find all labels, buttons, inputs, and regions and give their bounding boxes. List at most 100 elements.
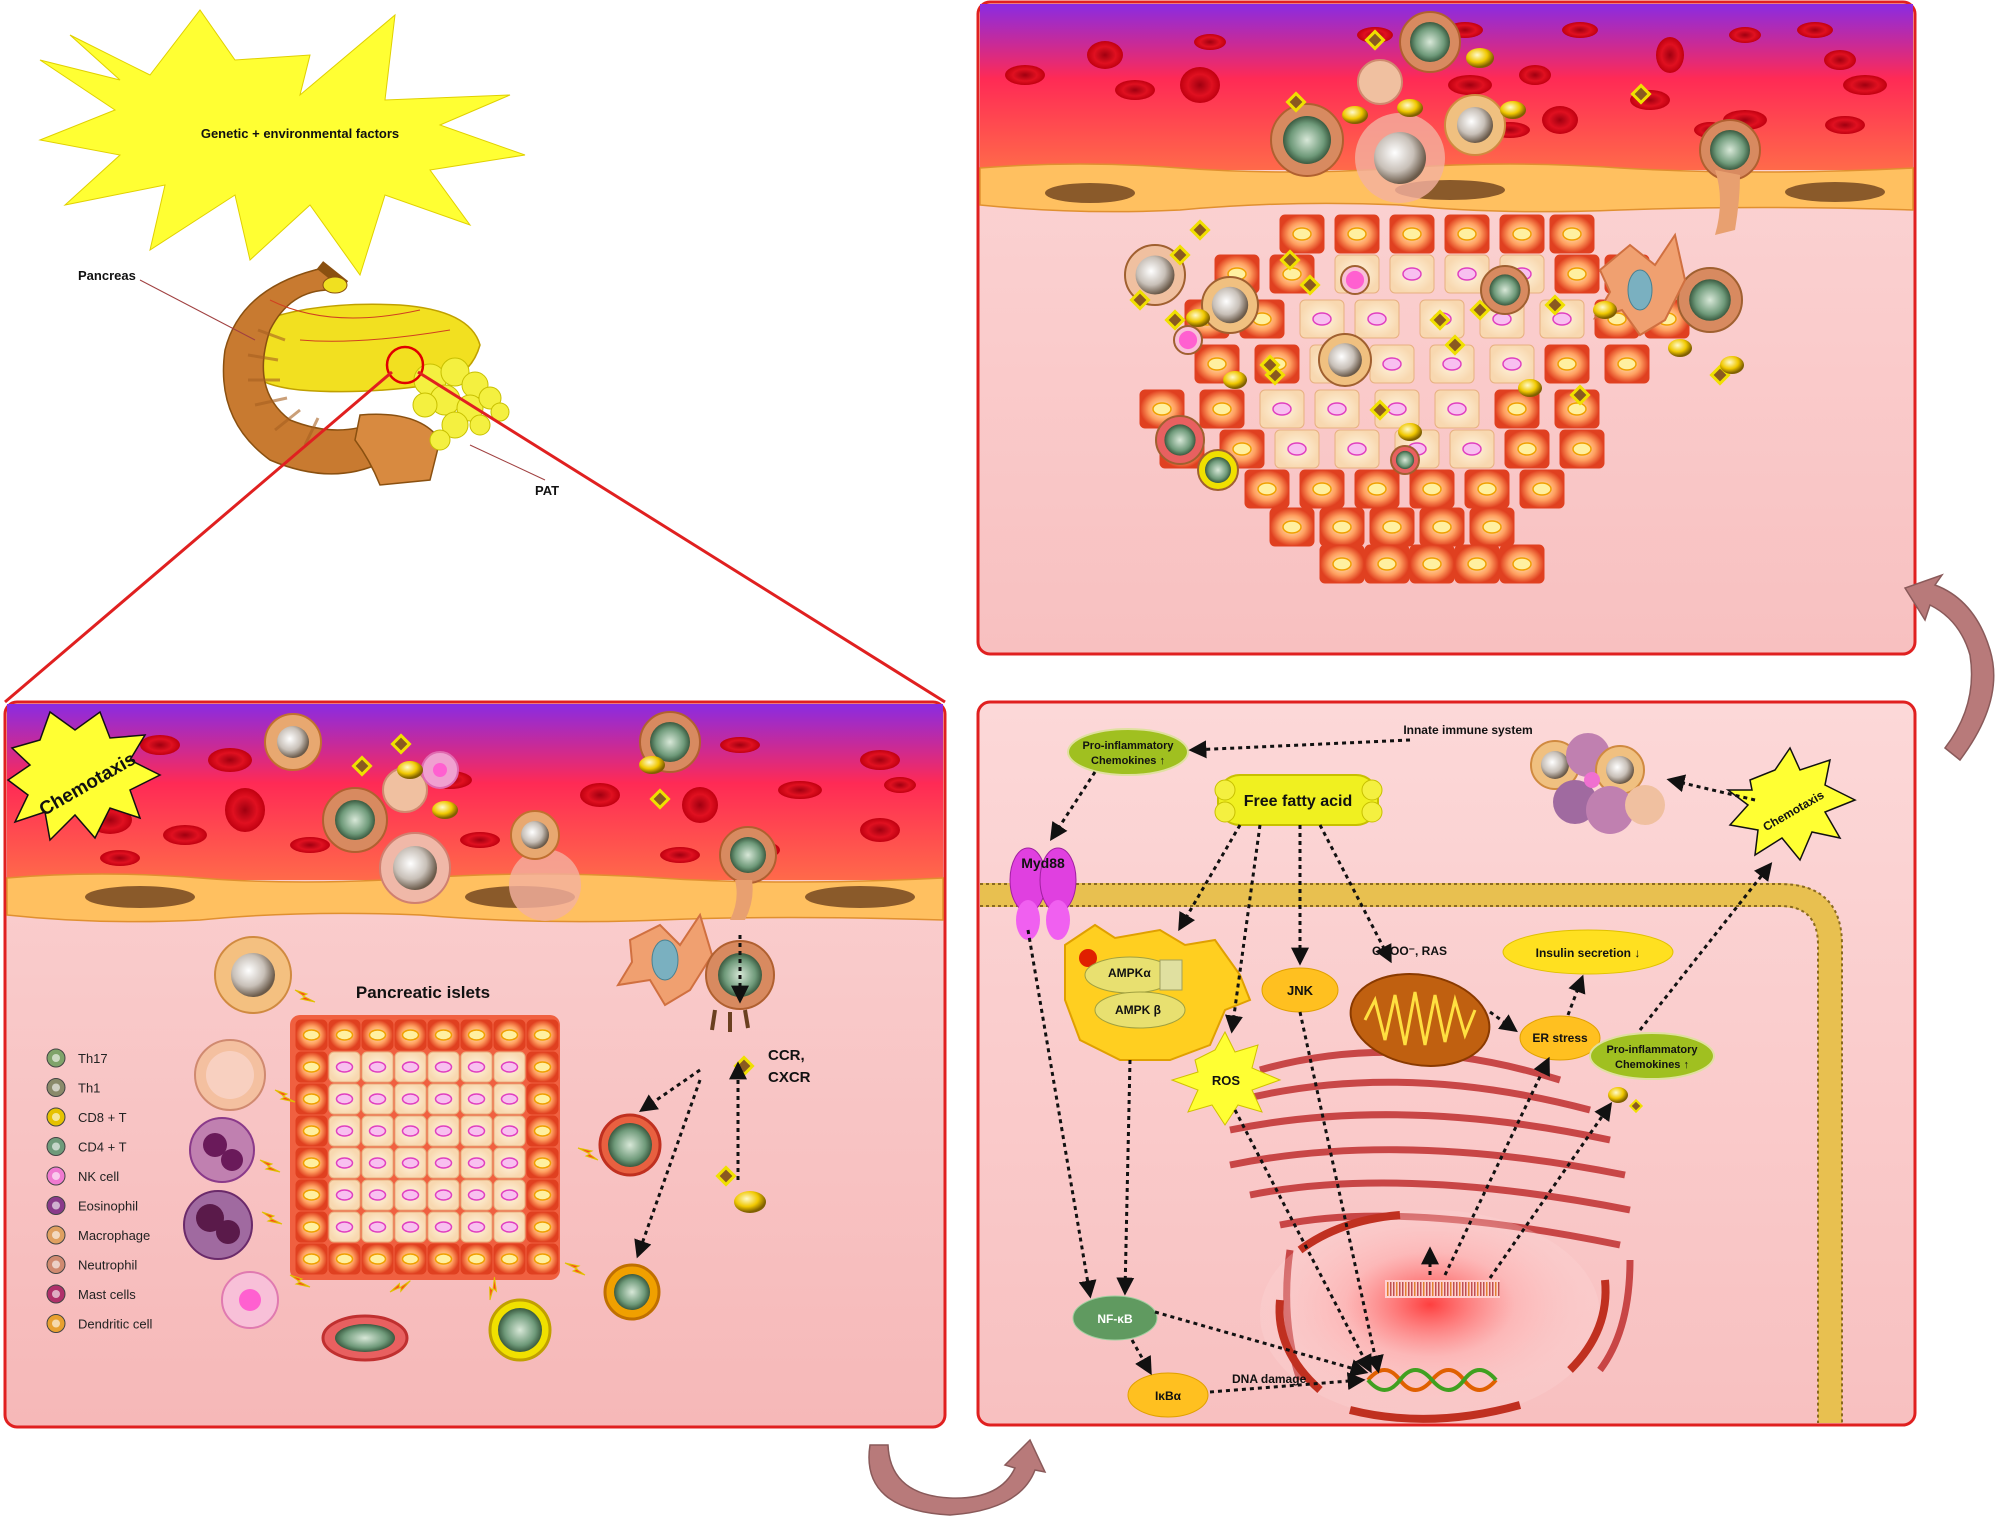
free-fatty-acid: Free fatty acid (1214, 774, 1383, 826)
pat-label: PAT (535, 483, 559, 498)
immune-cell (1340, 265, 1370, 295)
alpha-cell (460, 1243, 493, 1275)
svg-text:Chemokines ↑: Chemokines ↑ (1091, 755, 1165, 767)
immune-cell (1173, 325, 1203, 355)
cell-membrane (980, 883, 1843, 1423)
gene-transcription (1385, 1280, 1500, 1298)
alpha-cell (1409, 469, 1455, 509)
gene-bar (1438, 1282, 1440, 1296)
legend-label: Eosinophil (78, 1199, 138, 1214)
beta-cell (361, 1115, 394, 1147)
legend-item: CD8 + T (46, 1107, 127, 1127)
legend-label: Neutrophil (78, 1258, 137, 1273)
alpha-cell (1334, 214, 1380, 254)
panel-left: Chemotaxis Pancreatic islets (3, 700, 947, 1429)
ros-burst: ROS (1170, 1030, 1282, 1126)
immune-cell (1390, 445, 1420, 475)
beta-cell (1259, 389, 1305, 429)
alpha-cell (1604, 344, 1650, 384)
legend-item: Macrophage (46, 1225, 150, 1245)
svg-text:ROS: ROS (1212, 1073, 1241, 1088)
er-stress-node: ER stress (1519, 1015, 1601, 1061)
alpha-cell (1299, 469, 1345, 509)
svg-text:IκBα: IκBα (1155, 1389, 1182, 1403)
immune-cell (1155, 415, 1205, 465)
beta-cell (328, 1179, 361, 1211)
beta-cell (460, 1211, 493, 1243)
alpha-cell (1469, 507, 1515, 547)
cxcr-label: CXCR (768, 1069, 811, 1086)
gene-bar (1429, 1282, 1431, 1296)
beta-cell (493, 1211, 526, 1243)
beta-cell (493, 1179, 526, 1211)
gene-bar (1495, 1282, 1497, 1296)
legend-label: CD8 + T (78, 1110, 127, 1125)
chemokine-diamond (1429, 309, 1451, 331)
immune-cell (1318, 333, 1372, 387)
beta-cell (427, 1179, 460, 1211)
gene-bar (1462, 1282, 1464, 1296)
chemokine-diamond (1189, 219, 1211, 241)
alpha-cell (526, 1147, 559, 1179)
beta-cell (361, 1147, 394, 1179)
legend-item: Th17 (46, 1048, 108, 1068)
chemotaxis-burst-left: Chemotaxis (6, 710, 162, 842)
gene-bar (1432, 1282, 1434, 1296)
beta-cell (1274, 429, 1320, 469)
legend-label: Macrophage (78, 1228, 150, 1243)
chemokine-diamond (1259, 354, 1281, 376)
alpha-cell (1409, 544, 1455, 584)
gene-bar (1441, 1282, 1443, 1296)
cytokine-ball (1593, 301, 1617, 319)
svg-text:JNK: JNK (1287, 983, 1314, 998)
beta-cell (493, 1051, 526, 1083)
beta-cell (1374, 389, 1420, 429)
gene-bar (1405, 1282, 1407, 1296)
chemokine-diamond (1169, 244, 1191, 266)
chemokine-diamond (1279, 249, 1301, 271)
mitochondrion (1349, 973, 1491, 1067)
legend-item: Th1 (46, 1078, 100, 1097)
beta-cell (460, 1147, 493, 1179)
alpha-cell (1549, 214, 1595, 254)
gene-bar (1396, 1282, 1398, 1296)
alpha-cell (1319, 507, 1365, 547)
beta-cell (394, 1147, 427, 1179)
gene-bar (1468, 1282, 1470, 1296)
alpha-cell (361, 1243, 394, 1275)
chemokine-diamond (1544, 294, 1566, 316)
gene-bar (1444, 1282, 1446, 1296)
pancreas-label: Pancreas (78, 268, 136, 283)
gene-bar (1471, 1282, 1473, 1296)
legend-label: Th1 (78, 1081, 100, 1096)
gene-bar (1498, 1282, 1500, 1296)
gene-bar (1450, 1282, 1452, 1296)
legend-item: Dendritic cell (46, 1314, 153, 1333)
chemokine-diamond (1164, 309, 1186, 331)
alpha-cell (328, 1019, 361, 1051)
alpha-cell (295, 1211, 328, 1243)
genetic-environmental-burst: Genetic + environmental factors (38, 9, 526, 277)
alpha-cell (1364, 544, 1410, 584)
gene-bar (1390, 1282, 1392, 1296)
beta-cell (328, 1083, 361, 1115)
gene-bar (1480, 1282, 1482, 1296)
gene-bar (1447, 1282, 1449, 1296)
panel-top-right (976, 0, 1917, 656)
ampka-label: AMPKα (1108, 966, 1151, 980)
beta-cell (361, 1211, 394, 1243)
beta-cell (394, 1051, 427, 1083)
gene-bar (1453, 1282, 1455, 1296)
nfkb-node: NF-κB (1072, 1295, 1158, 1341)
beta-cell (460, 1179, 493, 1211)
alpha-cell (1199, 389, 1245, 429)
beta-cell (361, 1083, 394, 1115)
alpha-cell (295, 1019, 328, 1051)
beta-cell (394, 1115, 427, 1147)
dna-helix (1366, 1368, 1498, 1392)
alpha-cell (526, 1243, 559, 1275)
proinf-chemokines-2: Pro-inflammatory Chemokines ↑ (1589, 1032, 1715, 1080)
beta-cell (328, 1115, 361, 1147)
legend-label: Mast cells (78, 1287, 136, 1302)
alpha-cell (526, 1019, 559, 1051)
